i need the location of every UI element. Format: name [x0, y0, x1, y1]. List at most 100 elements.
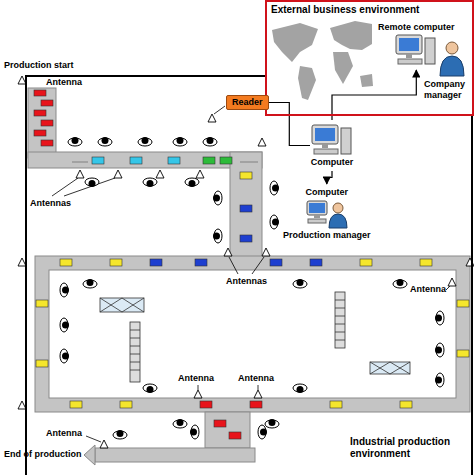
connector — [269, 103, 311, 146]
computer-label: Computer — [306, 187, 349, 198]
drawing-part — [322, 144, 328, 148]
drawing-part — [314, 215, 320, 218]
worker-body — [393, 280, 407, 288]
loop-inner — [49, 270, 456, 398]
antenna-symbol — [258, 138, 266, 146]
worker — [435, 343, 444, 357]
drawing-part — [100, 298, 144, 312]
worker-head — [297, 386, 304, 393]
drawing-part — [312, 125, 338, 144]
worker-body — [203, 138, 217, 146]
worker-body — [98, 138, 112, 146]
drawing-part — [34, 130, 46, 136]
drawing-part — [335, 292, 345, 348]
drawing-part — [457, 350, 469, 357]
drawing-part — [370, 362, 410, 374]
drawing-part — [446, 286, 450, 290]
worker-body — [270, 215, 278, 229]
drawing-part — [34, 90, 262, 439]
drawing-part — [333, 52, 353, 84]
worker-body — [185, 178, 199, 186]
worker-head — [190, 429, 197, 436]
worker-body — [436, 373, 444, 387]
worker — [393, 279, 407, 288]
drawing-part — [168, 157, 180, 164]
product-blocks — [34, 90, 469, 439]
callout-label: End of production — [4, 449, 81, 460]
computer: Computer — [310, 120, 354, 171]
worker-body — [214, 229, 222, 243]
drawing-part — [229, 432, 241, 439]
drawing-part — [195, 259, 207, 266]
remote-computer: Remote computer — [378, 19, 455, 70]
antenna-symbol — [18, 258, 26, 266]
drawing-part — [305, 199, 349, 229]
worker-body — [60, 318, 68, 332]
drawing-part — [315, 128, 335, 141]
antenna-symbol — [114, 170, 122, 178]
drawing-part — [420, 259, 432, 266]
leader-lines — [52, 106, 450, 442]
callout-label: Antenna — [178, 373, 214, 384]
antenna-symbol — [448, 278, 456, 286]
manager-figure — [440, 42, 464, 76]
worker-head — [207, 137, 214, 144]
worker-head — [435, 377, 442, 384]
drawing-part — [28, 88, 56, 158]
drawing-part — [330, 21, 372, 50]
drawing-part — [307, 201, 327, 215]
worker-head — [269, 419, 276, 426]
antenna-symbol — [224, 248, 232, 256]
worker-head — [272, 185, 279, 192]
region-border — [26, 76, 472, 475]
reader-label: Reader — [232, 97, 263, 108]
worker — [60, 318, 69, 332]
drawing-part — [120, 401, 132, 408]
drawing-part — [240, 205, 252, 212]
drawing-part — [440, 56, 464, 76]
worker-body — [143, 178, 157, 186]
worker-body — [113, 431, 127, 439]
worker-head — [117, 430, 124, 437]
drawing-part — [41, 140, 53, 146]
worker-body — [138, 138, 152, 146]
worker-head — [189, 180, 196, 187]
worker-body — [270, 181, 278, 195]
worker-body — [265, 420, 279, 428]
drawing-part — [86, 436, 101, 442]
worker-body — [293, 384, 307, 392]
drawing-part — [229, 257, 264, 274]
worker-head — [62, 353, 69, 360]
worker-body — [173, 420, 187, 428]
antenna-symbol — [196, 170, 204, 178]
drawing-part — [95, 448, 255, 462]
drawing-part — [41, 120, 53, 126]
worker — [113, 430, 127, 439]
drawing-part — [28, 152, 262, 168]
drawing-part — [92, 157, 104, 164]
callout-label: Antennas — [226, 276, 267, 287]
drawing-part — [309, 203, 325, 213]
worker — [85, 178, 99, 187]
worker — [173, 137, 187, 146]
drawing-part — [214, 420, 226, 427]
machines — [100, 292, 410, 382]
drawing-part — [130, 330, 140, 370]
worker — [143, 178, 157, 187]
computer: ComputerProduction manager — [283, 184, 371, 244]
callout-label: Production start — [4, 60, 74, 71]
rfid-reader: Reader — [226, 95, 269, 110]
role-label: Production manager — [283, 230, 371, 241]
drawing-part — [298, 66, 316, 100]
drawing-part — [396, 35, 422, 54]
drawing-part — [310, 124, 354, 156]
drawing-part — [341, 128, 351, 154]
drawing-part — [230, 152, 262, 258]
worker-head — [62, 287, 69, 294]
worker-head — [102, 137, 109, 144]
worker — [258, 425, 267, 439]
drawing-part — [308, 219, 326, 223]
worker-head — [397, 279, 404, 286]
callout-label: Antenna — [410, 284, 446, 295]
callout-label: Antenna — [238, 373, 274, 384]
